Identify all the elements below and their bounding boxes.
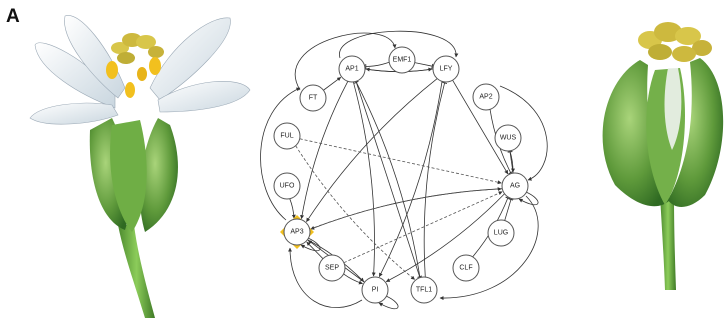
edge-ful-to-ag <box>300 139 502 183</box>
edge-ufo-to-ap3 <box>290 199 294 219</box>
node-label: EMF1 <box>393 57 412 64</box>
node-label: TFL1 <box>416 287 432 294</box>
gene-node-clf: CLF <box>453 255 479 281</box>
gene-node-ap2: AP2 <box>473 84 499 110</box>
node-label: FT <box>309 95 318 102</box>
node-label: LFY <box>440 66 453 73</box>
edge-ap1-to-pi <box>353 82 374 276</box>
gene-node-sep: SEP <box>319 255 345 281</box>
edge-ap1-to-tfl1 <box>356 81 420 276</box>
node-label: PI <box>372 287 379 294</box>
gene-node-tfl1: TFL1 <box>411 277 437 303</box>
node-label: AP3 <box>290 229 303 236</box>
open-flower-illustration <box>30 15 250 318</box>
edge-sep-to-ag <box>344 192 502 263</box>
gene-node-pi: PI <box>362 277 388 303</box>
edge-emf1-to-lfy <box>415 63 433 67</box>
flower-stem <box>118 225 155 318</box>
node-label: LUG <box>494 230 508 237</box>
node-label: FUL <box>280 133 293 140</box>
gene-node-ft: FT <box>300 85 326 111</box>
gene-node-ful: FUL <box>274 123 300 149</box>
network-loop-edge <box>261 88 300 220</box>
gene-node-emf1: EMF1 <box>389 47 415 73</box>
network-loop-edge <box>440 196 538 298</box>
gene-node-ag: AG <box>502 173 528 199</box>
node-label: UFO <box>280 183 295 190</box>
edge-lfy-to-pi <box>379 81 442 276</box>
gene-node-wus: WUS <box>495 125 521 151</box>
closed-flower-illustration <box>603 22 724 290</box>
flower-stem <box>660 195 676 290</box>
anthers <box>638 22 712 62</box>
gene-node-ufo: UFO <box>274 173 300 199</box>
node-label: SEP <box>325 265 339 272</box>
petal <box>30 103 118 124</box>
node-label: AP1 <box>345 66 358 73</box>
edge-ft-to-ap1 <box>323 77 340 90</box>
gene-node-lfy: LFY <box>433 56 459 82</box>
node-label: WUS <box>500 135 517 142</box>
node-label: AP2 <box>479 94 492 101</box>
gene-node-lug: LUG <box>488 220 514 246</box>
node-label: CLF <box>459 265 472 272</box>
gene-node-ap1: AP1 <box>339 56 365 82</box>
node-label: AG <box>510 183 520 190</box>
edge-emf1-to-ap1 <box>366 62 389 66</box>
